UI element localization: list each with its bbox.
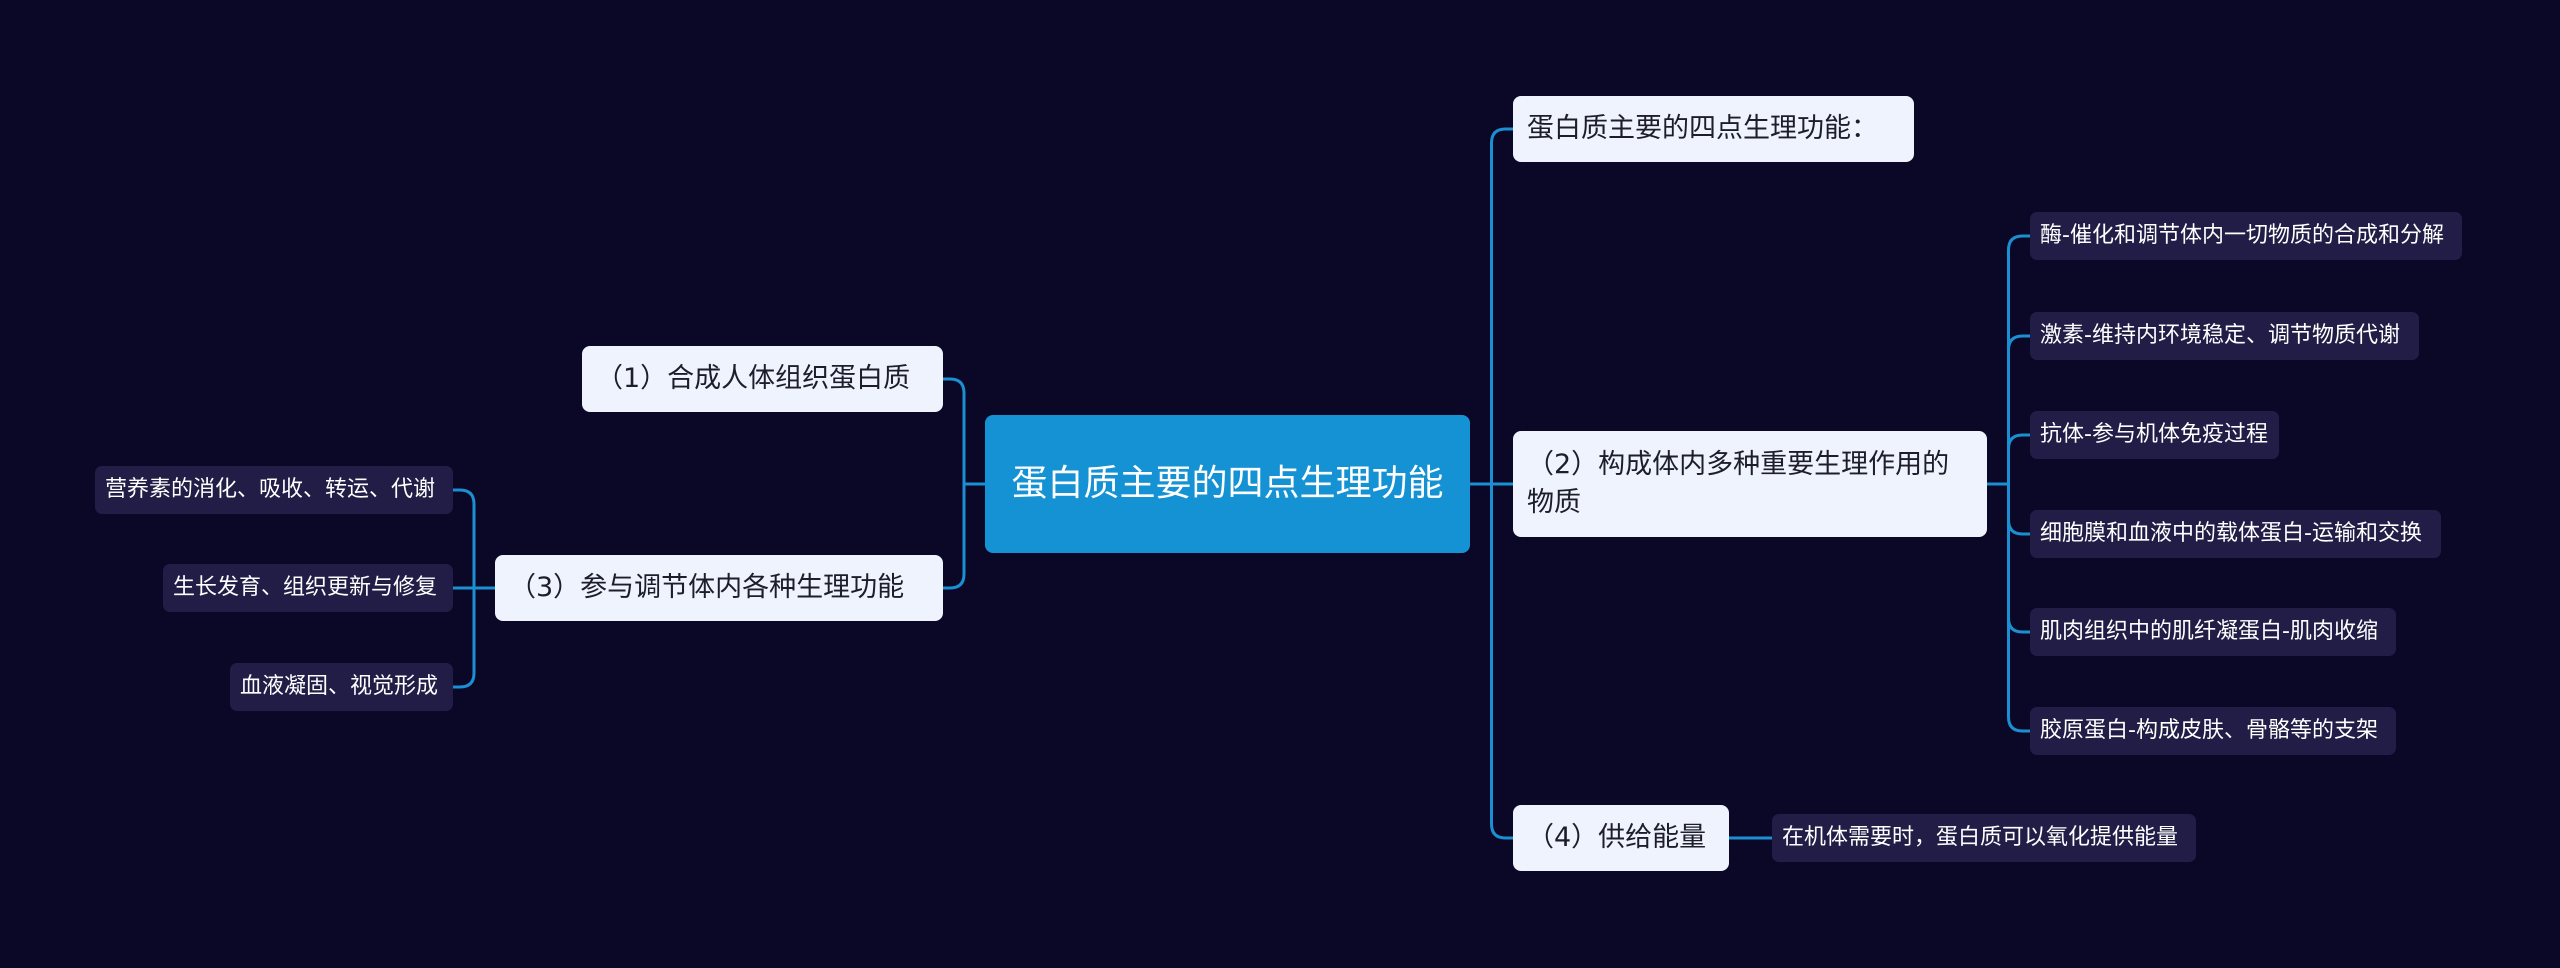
subtopic-oxidation-energy[interactable]: 在机体需要时，蛋白质可以氧化提供能量: [1772, 814, 2196, 862]
subtopic-label: 血液凝固、视觉形成: [240, 674, 439, 699]
subtopic-hormones[interactable]: 激素-维持内环境稳定、调节物质代谢: [2030, 312, 2419, 360]
subtopic-label: 生长发育、组织更新与修复: [173, 575, 438, 600]
root-topic-label: 蛋白质主要的四点生理功能: [1011, 463, 1444, 504]
branch-to-subtopic-connector: [1987, 234, 2030, 486]
branch-topic-label: （3）参与调节体内各种生理功能: [509, 572, 905, 603]
branch-topic-energy-supply[interactable]: （4）供给能量: [1513, 805, 1729, 871]
branch-topic-summary[interactable]: 蛋白质主要的四点生理功能：: [1513, 96, 1914, 162]
branch-to-subtopic-connector: [1987, 334, 2030, 486]
branch-topic-tissue-synthesis[interactable]: （1）合成人体组织蛋白质: [582, 346, 943, 412]
branch-topic-label: 蛋白质主要的四点生理功能：: [1527, 113, 1878, 144]
subtopic-label: 细胞膜和血液中的载体蛋白-运输和交换: [2040, 521, 2422, 546]
root-topic[interactable]: 蛋白质主要的四点生理功能: [985, 415, 1470, 553]
subtopic-label: 酶-催化和调节体内一切物质的合成和分解: [2040, 223, 2444, 248]
root-to-branch-connector: [1470, 482, 1513, 840]
subtopic-label: 营养素的消化、吸收、转运、代谢: [105, 477, 436, 502]
subtopic-muscle-proteins[interactable]: 肌肉组织中的肌纤凝蛋白-肌肉收缩: [2030, 608, 2396, 656]
subtopic-label: 在机体需要时，蛋白质可以氧化提供能量: [1782, 825, 2179, 850]
subtopic-label: 肌肉组织中的肌纤凝蛋白-肌肉收缩: [2040, 619, 2378, 644]
branch-topic-label: （1）合成人体组织蛋白质: [596, 363, 911, 394]
subtopic-label: 抗体-参与机体免疫过程: [2040, 422, 2268, 447]
subtopic-label: 激素-维持内环境稳定、调节物质代谢: [2040, 323, 2400, 348]
subtopic-growth-repair[interactable]: 生长发育、组织更新与修复: [163, 564, 453, 612]
branch-topic-label: （2）构成体内多种重要生理作用的物质: [1527, 449, 1950, 518]
subtopic-nutrient-metabolism[interactable]: 营养素的消化、吸收、转运、代谢: [95, 466, 453, 514]
root-to-branch-connector: [1470, 127, 1513, 486]
subtopic-label: 胶原蛋白-构成皮肤、骨骼等的支架: [2040, 718, 2378, 743]
branch-topic-physiological-regulation[interactable]: （3）参与调节体内各种生理功能: [495, 555, 943, 621]
subtopic-enzymes[interactable]: 酶-催化和调节体内一切物质的合成和分解: [2030, 212, 2462, 260]
root-to-branch-connector: [943, 377, 985, 486]
branch-topic-structural-substances[interactable]: （2）构成体内多种重要生理作用的物质: [1513, 431, 1987, 537]
subtopic-collagen[interactable]: 胶原蛋白-构成皮肤、骨骼等的支架: [2030, 707, 2396, 755]
subtopic-carrier-proteins[interactable]: 细胞膜和血液中的载体蛋白-运输和交换: [2030, 510, 2441, 558]
subtopic-coagulation-vision[interactable]: 血液凝固、视觉形成: [230, 663, 453, 711]
subtopic-antibodies[interactable]: 抗体-参与机体免疫过程: [2030, 411, 2279, 459]
root-to-branch-connector: [943, 482, 985, 590]
branch-to-subtopic-connector: [453, 488, 495, 590]
branch-topic-label: （4）供给能量: [1527, 822, 1707, 853]
branch-to-subtopic-connector: [1987, 482, 2030, 733]
branch-to-subtopic-connector: [1987, 433, 2030, 486]
branch-to-subtopic-connector: [453, 586, 495, 689]
